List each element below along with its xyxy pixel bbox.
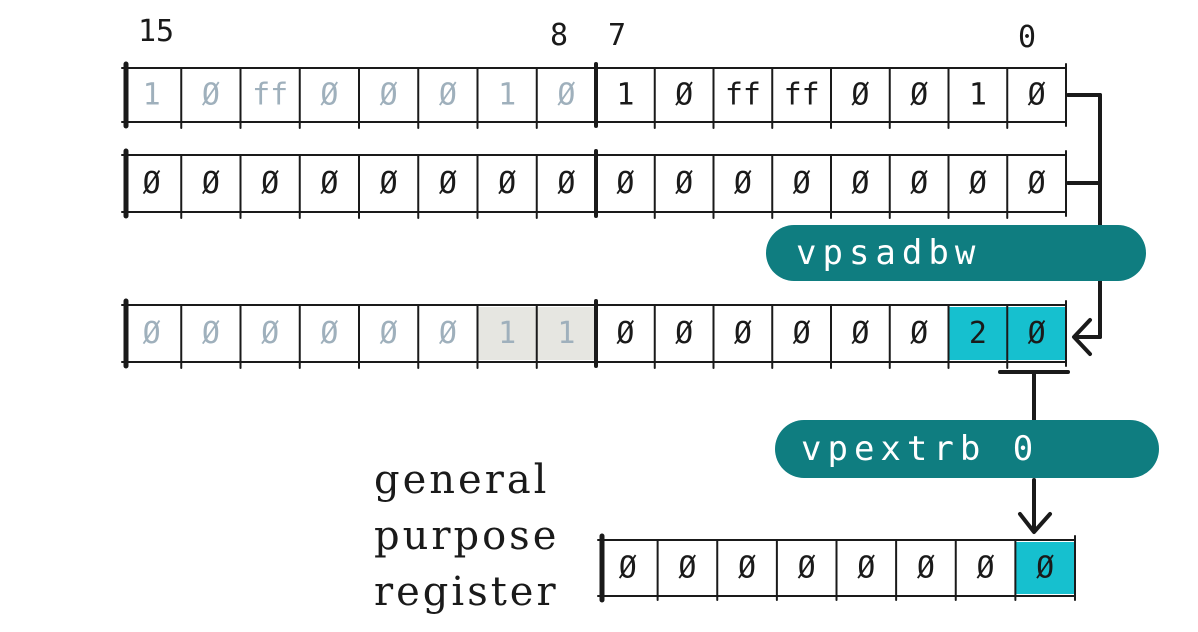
caption-line: general [374,457,550,503]
bit-label-15: 15 [138,14,175,49]
cell-value: 2 [969,316,987,351]
gpr-cell-value: Ø [678,551,696,586]
cell-value: 1 [557,316,575,351]
gpr-cell-value: Ø [857,551,875,586]
arrowhead-gpr [1018,512,1052,534]
cell-value: Ø [320,316,338,351]
cell-value: ff [784,78,820,113]
cell-value: Ø [143,316,161,351]
gpr-cell-value: Ø [977,551,995,586]
cell-value: Ø [616,166,634,201]
gpr-cell-value: Ø [917,551,935,586]
cell-value: Ø [439,78,457,113]
cell-value: Ø [675,316,693,351]
cell-value: ff [725,78,761,113]
gpr-cell-value: Ø [798,551,816,586]
instruction-pill-vpextrb: vpextrb 0 [775,420,1159,478]
cell-value: Ø [143,166,161,201]
instruction-pill-vpsadbw: vpsadbw [766,225,1146,281]
cell-value: Ø [1028,78,1046,113]
cell-value: Ø [675,78,693,113]
cell-value: 1 [143,78,161,113]
cell-value: Ø [851,78,869,113]
cell-value: Ø [380,316,398,351]
caption-line: purpose [374,513,560,559]
instruction-text: vpextrb 0 [801,429,1040,469]
cell-value: Ø [851,316,869,351]
cell-value: ff [252,78,288,113]
instruction-text: vpsadbw [796,233,982,273]
gpr-highlight [1015,542,1075,594]
cell-value: Ø [910,166,928,201]
cell-value: Ø [261,316,279,351]
gpr-cell-value: Ø [1036,551,1054,586]
cell-value: Ø [910,78,928,113]
cell-value: Ø [734,166,752,201]
cell-value: Ø [380,78,398,113]
cell-value: Ø [851,166,869,201]
gpr-cell-value: Ø [738,551,756,586]
cell-value: Ø [969,166,987,201]
cell-value: Ø [1028,166,1046,201]
cell-value: 1 [498,78,516,113]
cell-value: Ø [439,316,457,351]
cell-value: Ø [557,78,575,113]
cell-value: Ø [675,166,693,201]
cell-value: 1 [616,78,634,113]
cell-value: Ø [380,166,398,201]
cell-value: Ø [439,166,457,201]
cell-value: Ø [202,166,220,201]
cell-value: Ø [261,166,279,201]
cell-value: Ø [320,166,338,201]
bit-label-7: 7 [608,18,627,53]
cell-value: Ø [498,166,516,201]
cell-value: Ø [202,78,220,113]
cell-value: 1 [969,78,987,113]
arrowhead-result [1072,318,1092,356]
cell-value: Ø [793,316,811,351]
caption-line: register [374,569,559,615]
cell-value: Ø [793,166,811,201]
bit-label-8: 8 [550,18,569,53]
cell-value: Ø [734,316,752,351]
cell-value: Ø [202,316,220,351]
gpr-cell-value: Ø [619,551,637,586]
cell-value: Ø [910,316,928,351]
cell-value: Ø [557,166,575,201]
cell-value: Ø [616,316,634,351]
gpr-caption: general purpose register [374,452,559,620]
cell-value: Ø [1028,316,1046,351]
cell-value: Ø [320,78,338,113]
cell-value: 1 [498,316,516,351]
bit-label-0: 0 [1018,20,1037,55]
